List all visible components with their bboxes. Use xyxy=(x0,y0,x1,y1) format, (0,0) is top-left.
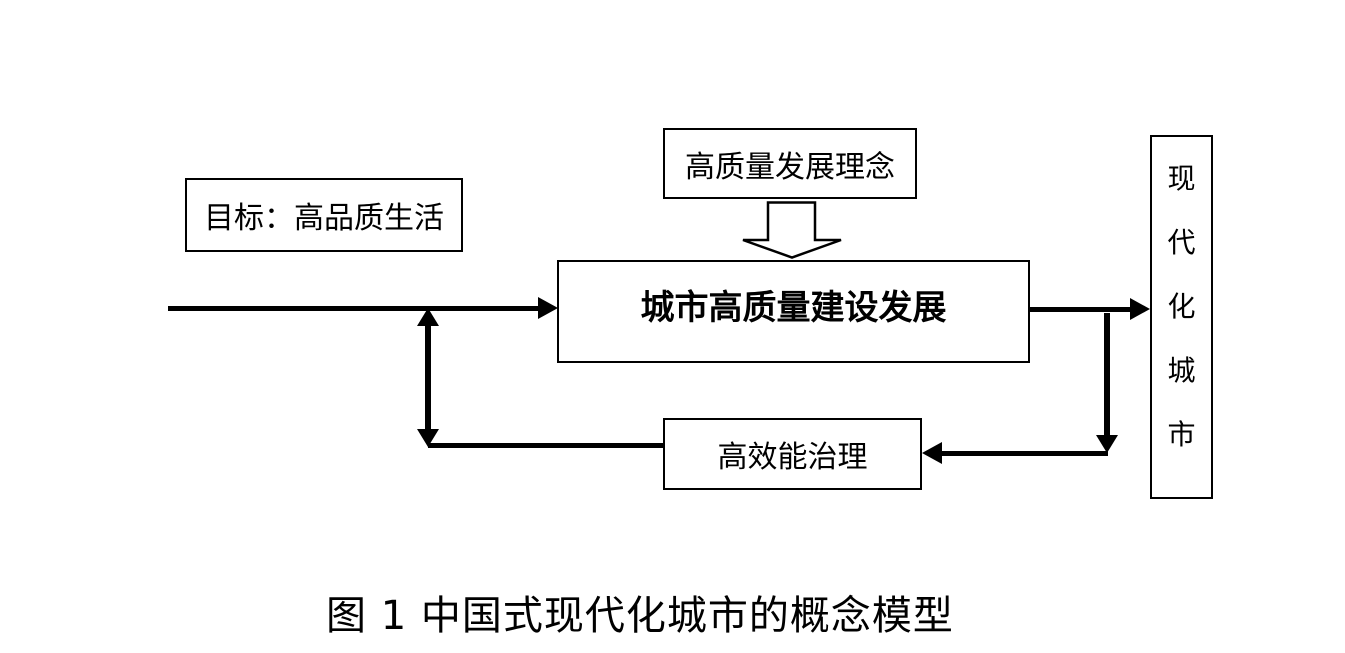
feedback-vertical-double-arrow xyxy=(425,324,431,432)
city-drop-line xyxy=(1104,313,1110,435)
main-flow-line xyxy=(168,306,538,311)
figure-caption: 图 1 中国式现代化城市的概念模型 xyxy=(326,593,954,639)
modern-city-box-char: 市 xyxy=(1167,418,1196,451)
governance-arrowhead-icon xyxy=(922,442,942,464)
main-to-city-line xyxy=(1030,307,1130,312)
main-development-box: 城市高质量建设发展 xyxy=(557,260,1030,363)
concept-box: 高质量发展理念 xyxy=(663,128,917,199)
feedback-up-arrowhead-icon xyxy=(417,308,439,326)
goal-box: 目标：高品质生活 xyxy=(185,178,463,252)
concept-box-label: 高质量发展理念 xyxy=(685,149,895,185)
feedback-line-left xyxy=(428,443,664,448)
feedback-down-arrowhead-icon xyxy=(417,429,439,447)
governance-box: 高效能治理 xyxy=(663,418,922,490)
feedback-line-right xyxy=(942,451,1108,456)
governance-box-label: 高效能治理 xyxy=(717,440,868,475)
main-development-box-label: 城市高质量建设发展 xyxy=(640,288,947,328)
concept-down-block-arrow xyxy=(742,201,842,259)
modern-city-box-char: 现 xyxy=(1167,162,1196,195)
modern-city-box-char: 城 xyxy=(1167,354,1196,387)
main-to-city-arrowhead-icon xyxy=(1130,298,1150,320)
main-flow-arrowhead-icon xyxy=(538,297,558,319)
goal-box-label: 目标：高品质生活 xyxy=(204,201,444,236)
city-drop-arrowhead-icon xyxy=(1096,435,1118,453)
modern-city-box-char: 化 xyxy=(1167,290,1196,323)
modern-city-box: 现 代 化 城 市 xyxy=(1150,135,1213,499)
modern-city-box-char: 代 xyxy=(1167,226,1196,259)
